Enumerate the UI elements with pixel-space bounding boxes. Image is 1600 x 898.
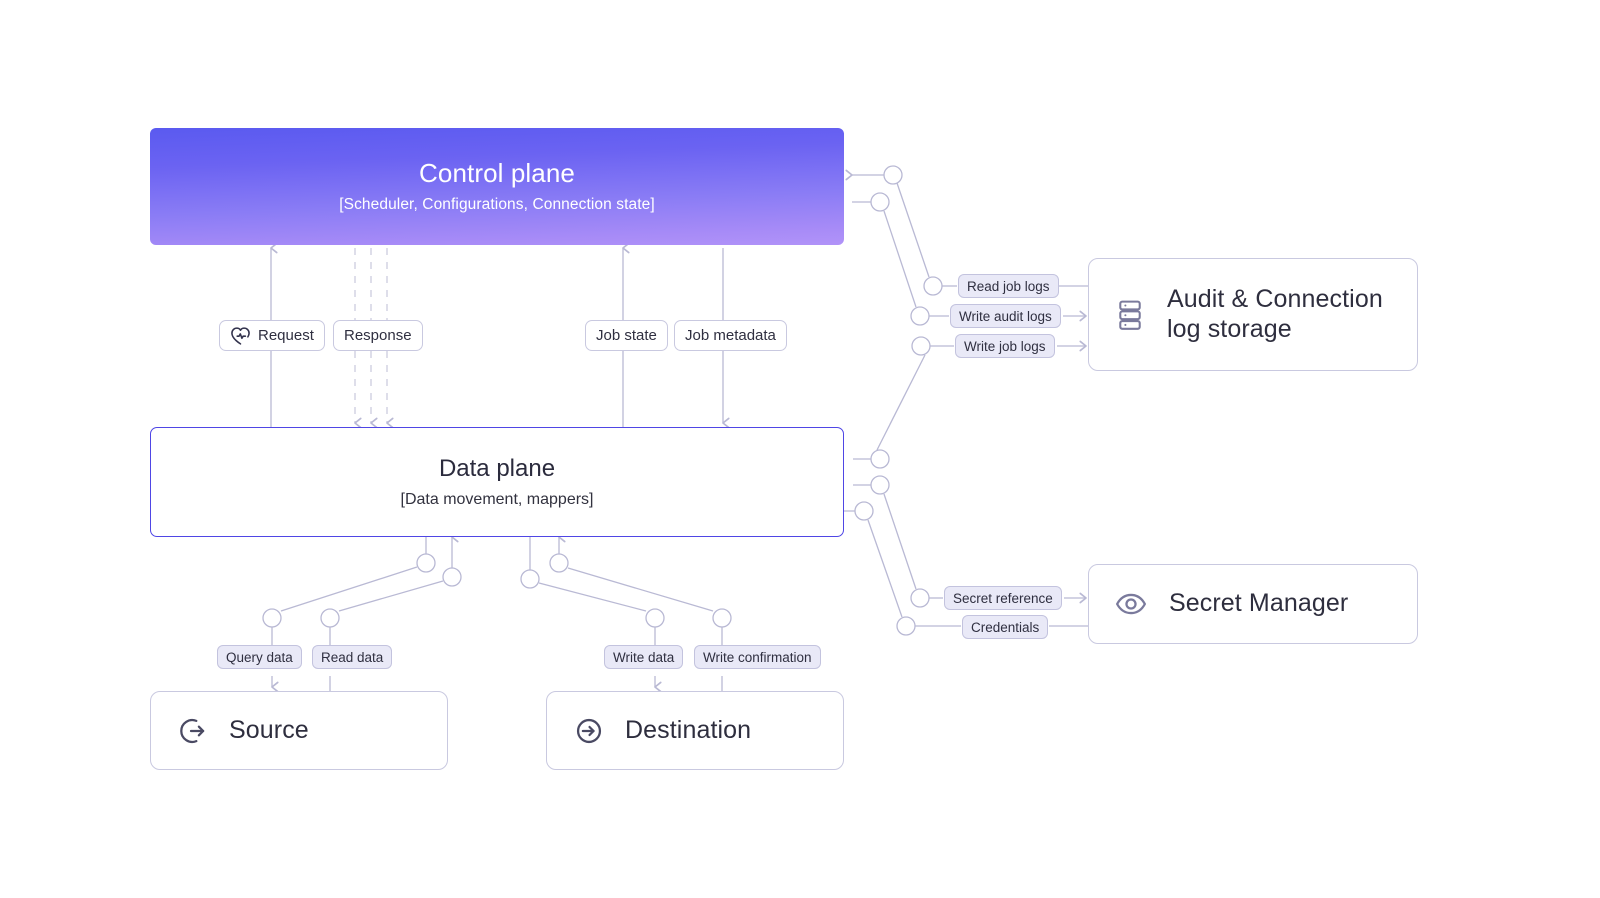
eye-icon [1115, 588, 1147, 620]
edge-label-query-data-text: Query data [226, 649, 293, 665]
edge-label-read-data[interactable]: Read data [312, 645, 393, 669]
edge-label-job-state[interactable]: Job state [585, 320, 668, 351]
arrow-out-circle-icon [177, 715, 209, 747]
data-plane-subtitle: [Data movement, mappers] [400, 491, 594, 508]
arrow-in-circle-icon [573, 715, 605, 747]
source-node[interactable]: Source [150, 691, 448, 770]
edge-label-secret-reference-text: Secret reference [953, 590, 1053, 606]
audit-log-storage-label: Audit & Connection log storage [1167, 285, 1383, 343]
control-plane-title: Control plane [419, 158, 575, 189]
control-plane-subtitle: [Scheduler, Configurations, Connection s… [339, 195, 655, 213]
edge-label-response-text: Response [344, 327, 412, 344]
edge-label-credentials[interactable]: Credentials [962, 615, 1049, 639]
edge-label-read-job-logs-text: Read job logs [967, 278, 1050, 294]
edge-label-request-text: Request [258, 327, 314, 344]
heart-pulse-icon [230, 326, 251, 346]
data-plane-node[interactable]: Data plane [Data movement, mappers] [150, 427, 844, 537]
edge-label-write-confirmation-text: Write confirmation [703, 649, 812, 665]
database-stack-icon [1115, 298, 1145, 332]
edge-label-write-data-text: Write data [613, 649, 675, 665]
edge-label-request[interactable]: Request [219, 320, 325, 351]
edge-label-response[interactable]: Response [333, 320, 423, 351]
edge-label-write-audit-logs[interactable]: Write audit logs [950, 304, 1061, 328]
edge-label-secret-reference[interactable]: Secret reference [944, 586, 1062, 610]
edge-label-write-audit-logs-text: Write audit logs [959, 308, 1052, 324]
secret-manager-node[interactable]: Secret Manager [1088, 564, 1418, 644]
destination-node[interactable]: Destination [546, 691, 844, 770]
edge-label-job-metadata[interactable]: Job metadata [674, 320, 787, 351]
edge-label-query-data[interactable]: Query data [217, 645, 302, 669]
edge-label-read-job-logs[interactable]: Read job logs [958, 274, 1059, 298]
edge-label-write-data[interactable]: Write data [604, 645, 684, 669]
audit-log-storage-node[interactable]: Audit & Connection log storage [1088, 258, 1418, 371]
data-plane-title: Data plane [438, 455, 556, 482]
edge-label-job-state-text: Job state [596, 327, 657, 344]
edge-label-write-confirmation[interactable]: Write confirmation [694, 645, 821, 669]
edge-label-write-job-logs[interactable]: Write job logs [955, 334, 1055, 358]
secret-manager-label: Secret Manager [1169, 589, 1349, 618]
edge-label-read-data-text: Read data [321, 649, 384, 665]
edge-label-job-metadata-text: Job metadata [685, 327, 776, 344]
control-plane-node[interactable]: Control plane [Scheduler, Configurations… [150, 128, 844, 245]
destination-label: Destination [625, 715, 752, 744]
source-label: Source [229, 715, 309, 744]
edge-label-write-job-logs-text: Write job logs [964, 338, 1046, 354]
edge-label-credentials-text: Credentials [971, 619, 1040, 635]
